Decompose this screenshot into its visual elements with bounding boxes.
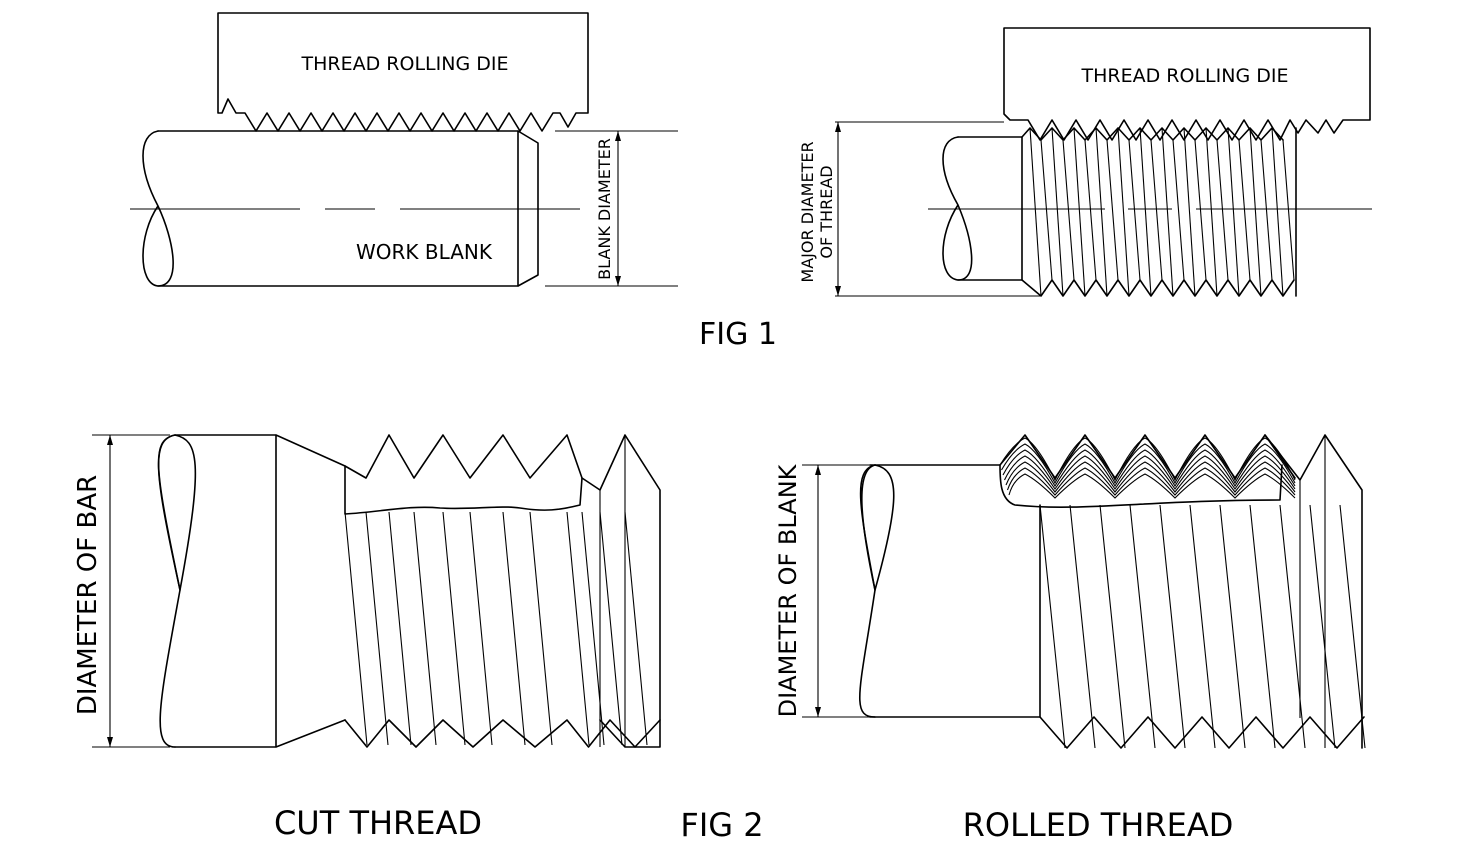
- fig1-right-assembly: THREAD ROLLING DIE MAJOR DIAMETER OF THR…: [798, 27, 1372, 297]
- thread-flank-line: [1128, 139, 1141, 281]
- fig1-right-dimension-line2: OF THREAD: [817, 165, 836, 258]
- rolled-thread-flank: [1069, 504, 1096, 749]
- thread-flank-line: [1260, 139, 1273, 281]
- cut-thread-flank: [566, 511, 590, 746]
- fig2-right-caption: ROLLED THREAD: [963, 806, 1234, 844]
- fig2-caption: FIG 2: [680, 806, 763, 844]
- thread-flank-line: [1040, 139, 1053, 281]
- fig1-left-die-label: THREAD ROLLING DIE: [301, 53, 509, 75]
- rolled-thread-end: [1264, 434, 1363, 749]
- fig2-left-dimension: DIAMETER OF BAR: [73, 434, 170, 748]
- rolled-thread-flank: [1129, 504, 1156, 749]
- fig1-left-work-blank: WORK BLANK: [130, 130, 580, 287]
- rolled-thread-flank: [1279, 504, 1306, 749]
- fig2-left-caption: CUT THREAD: [274, 804, 482, 842]
- fig1-caption: FIG 1: [699, 317, 777, 352]
- cut-thread-flank: [502, 511, 526, 746]
- thread-flank-line: [1139, 127, 1152, 297]
- rolled-thread-flank: [1249, 504, 1276, 749]
- rolled-thread-flank: [1309, 504, 1336, 749]
- fig2-right-thread-lines: [999, 434, 1366, 749]
- grain-flow-line: [1008, 473, 1296, 499]
- thread-flank-line: [1172, 139, 1185, 281]
- rolled-thread-flank: [1219, 504, 1246, 749]
- grain-flow-line: [1005, 461, 1296, 493]
- thread-flank-line: [1150, 139, 1163, 281]
- rolled-thread-flank: [1039, 504, 1066, 749]
- fig1-right-dimension-line1: MAJOR DIAMETER: [798, 141, 817, 282]
- fig1-right-threaded-part: [928, 127, 1372, 297]
- thread-flank-line: [1106, 139, 1119, 281]
- thread-flank-line: [1117, 127, 1130, 297]
- cut-thread-bottom-profile: [344, 719, 661, 748]
- thread-flank-line: [1249, 127, 1262, 297]
- fig1-left-assembly: THREAD ROLLING DIE WORK BLANK BLANK DIAM…: [130, 12, 678, 287]
- fig1-left-dimension-label: BLANK DIAMETER: [595, 138, 614, 280]
- grain-flow-line: [1001, 443, 1296, 485]
- fig1-right-die: THREAD ROLLING DIE: [1003, 27, 1371, 141]
- thread-flank-line: [1051, 127, 1064, 297]
- fig2-right-grain-flow: [999, 437, 1296, 508]
- grain-flow-line: [999, 437, 1296, 482]
- fig1-left-dimension: BLANK DIAMETER: [545, 130, 678, 287]
- cut-thread-flank: [599, 511, 623, 746]
- fig1-left-blank-label: WORK BLANK: [356, 240, 493, 264]
- fig2-right-rolled-thread: DIAMETER OF BLANK ROLLED THREAD: [774, 434, 1366, 844]
- fig1-right-die-label: THREAD ROLLING DIE: [1081, 65, 1289, 87]
- fig2-right-blank: [859, 434, 1366, 749]
- thread-flank-line: [1183, 127, 1196, 297]
- thread-flank-line: [1271, 127, 1284, 297]
- thread-flank-line: [1084, 139, 1097, 281]
- fig2-left-bar: [157, 434, 661, 748]
- thread-flank-line: [1282, 139, 1295, 281]
- rolled-thread-bottom-profile: [1039, 716, 1365, 749]
- fig2-left-thread-lines: [344, 434, 661, 748]
- fig2-left-cut-thread: DIAMETER OF BAR CUT THREAD: [73, 434, 661, 842]
- cut-thread-flank: [469, 511, 493, 746]
- cut-thread-flank: [413, 511, 437, 746]
- cut-thread-flank: [624, 511, 648, 746]
- thread-flank-line: [1216, 139, 1229, 281]
- thread-flank-line: [1062, 139, 1075, 281]
- cut-thread-flank: [344, 511, 368, 746]
- thread-flank-line: [1194, 139, 1207, 281]
- fig1-left-die: THREAD ROLLING DIE: [217, 12, 589, 132]
- thread-flank-line: [1029, 127, 1042, 297]
- thread-flank-line: [1095, 127, 1108, 297]
- rolled-thread-flank: [1339, 504, 1366, 749]
- cut-thread-flank: [388, 511, 412, 746]
- thread-flank-line: [1205, 127, 1218, 297]
- fig1-right-thread-lines: [1021, 127, 1297, 297]
- grain-flow-line: [1006, 467, 1296, 496]
- fig2-left-dimension-label: DIAMETER OF BAR: [73, 475, 103, 715]
- fig2-right-dimension: DIAMETER OF BLANK: [774, 463, 1000, 718]
- fig1-right-dimension: MAJOR DIAMETER OF THREAD: [798, 121, 1040, 297]
- thread-flank-line: [1227, 127, 1240, 297]
- fig2-right-dimension-label: DIAMETER OF BLANK: [774, 463, 802, 717]
- cut-thread-flank: [442, 511, 466, 746]
- cut-thread-flank: [365, 511, 389, 746]
- thread-flank-line: [1073, 127, 1086, 297]
- rolled-thread-flank: [1099, 504, 1126, 749]
- rolled-thread-crest-profile: [999, 434, 1296, 479]
- grain-flow-boundary: [999, 464, 1283, 508]
- thread-flank-line: [1238, 139, 1251, 281]
- cut-thread-end: [581, 434, 661, 748]
- grain-flow-line: [1004, 455, 1296, 490]
- rolled-thread-flank: [1189, 504, 1216, 749]
- thread-flank-line: [1161, 127, 1174, 297]
- cut-thread-flank: [529, 511, 553, 746]
- grain-flow-line: [1002, 449, 1296, 488]
- rolled-thread-flank: [1159, 504, 1186, 749]
